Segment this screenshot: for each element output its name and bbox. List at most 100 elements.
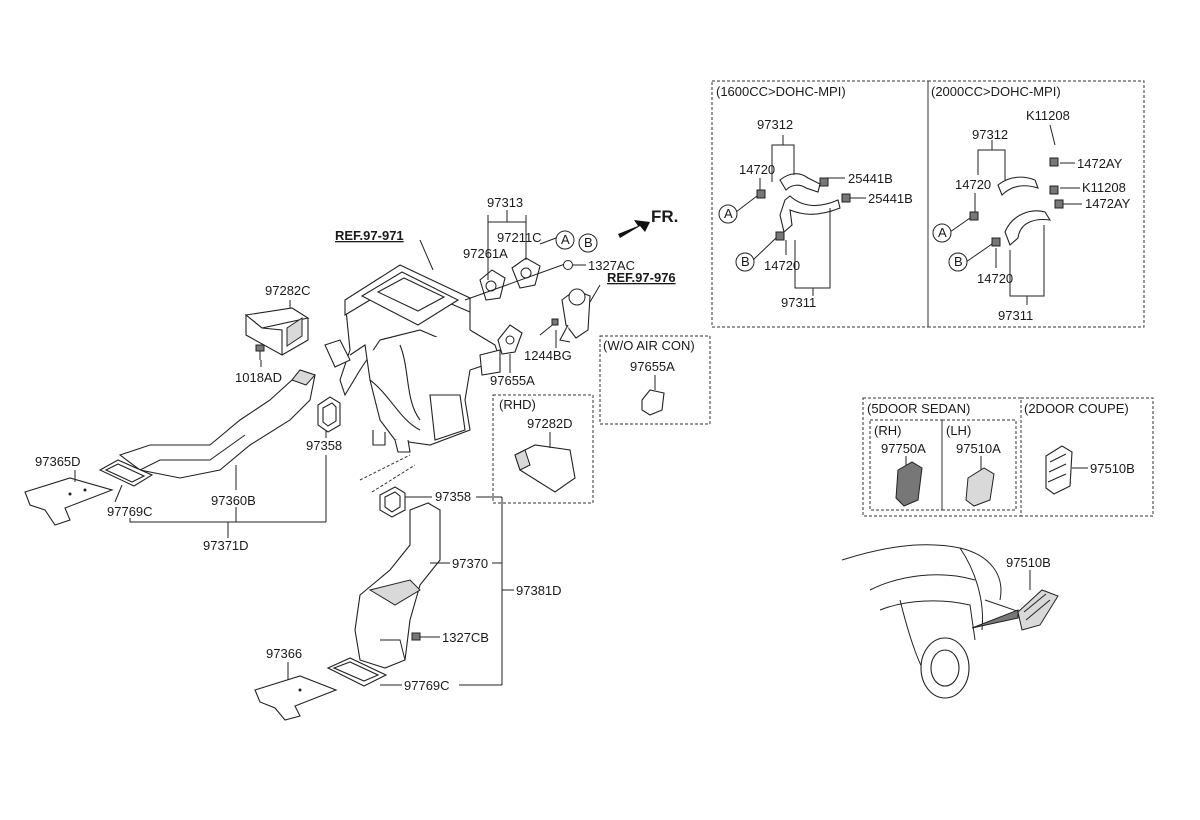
vent-97750A — [895, 456, 923, 507]
grille-97769C-right — [326, 657, 388, 687]
label-97282D: 97282D — [527, 416, 573, 431]
label-97655A-alt: 97655A — [630, 359, 675, 374]
label-97360B: 97360B — [211, 493, 256, 508]
ref-97-971: REF.97-971 — [335, 228, 404, 243]
ref-97-976: REF.97-976 — [607, 270, 676, 285]
gasket-97655A — [497, 324, 523, 355]
callout-a-1600 — [718, 204, 738, 224]
label-1600-25441Bb: 25441B — [868, 191, 913, 206]
gasket-97655A-alt — [641, 375, 665, 416]
cover-97365D — [24, 477, 114, 526]
label-2000-1472AYb: 1472AY — [1085, 196, 1131, 211]
label-97510B-car: 97510B — [1006, 555, 1051, 570]
dohc2000-title: (2000CC>DOHC-MPI) — [931, 84, 1061, 99]
label-97211C: 97211C — [497, 230, 542, 245]
dohc1600-box — [711, 80, 929, 328]
label-97358-upper: 97358 — [306, 438, 342, 453]
callout-b-1600-text: B — [741, 254, 750, 269]
label-1327CB: 1327CB — [442, 630, 489, 645]
gasket-97261A — [479, 269, 506, 301]
rhd-box — [492, 394, 594, 504]
label-1600-14720b: 14720 — [764, 258, 800, 273]
vent-97510A — [965, 456, 995, 507]
label-2000-97312: 97312 — [972, 127, 1008, 142]
heater-unit-assembly — [324, 264, 501, 453]
nut-1327AC — [563, 260, 573, 270]
sedan-rh-label: (RH) — [874, 423, 901, 438]
label-2000-K11208a: K11208 — [1026, 108, 1070, 123]
screw-1244BG — [539, 318, 559, 336]
label-97365D: 97365D — [35, 454, 81, 469]
label-1244BG: 1244BG — [524, 348, 572, 363]
label-97371D: 97371D — [203, 538, 249, 553]
gasket-97358-upper — [317, 396, 341, 433]
actuator-97-976 — [559, 288, 591, 343]
duct-97360B — [118, 369, 316, 479]
dohc1600-title: (1600CC>DOHC-MPI) — [716, 84, 846, 99]
label-97366: 97366 — [266, 646, 302, 661]
leaders-1600 — [735, 135, 866, 296]
front-label: FR. — [651, 207, 678, 226]
sedan-lh-box — [941, 419, 1017, 511]
label-2000-14720a: 14720 — [955, 177, 991, 192]
label-97655A: 97655A — [490, 373, 535, 388]
label-97769C-right: 97769C — [404, 678, 450, 693]
wo-aircon-box — [599, 335, 711, 425]
dohc2000-box — [927, 80, 1145, 328]
duct-97370 — [354, 502, 441, 669]
rhd-title: (RHD) — [499, 397, 536, 412]
label-1018AD: 1018AD — [235, 370, 282, 385]
gasket-97211C — [511, 257, 541, 289]
label-97750A: 97750A — [881, 441, 926, 456]
duct-97282C — [244, 307, 310, 356]
vent-97510B-car — [1017, 570, 1059, 631]
leader-lines — [74, 210, 601, 686]
callout-a-1600-text: A — [724, 206, 733, 221]
hoses-2000 — [969, 157, 1064, 247]
label-97769C-left: 97769C — [107, 504, 153, 519]
grille-97769C-left — [98, 459, 154, 487]
label-97282C: 97282C — [265, 283, 311, 298]
coupe-box — [1020, 397, 1154, 517]
label-1600-14720a: 14720 — [739, 162, 775, 177]
label-1600-25441Ba: 25441B — [848, 171, 893, 186]
leaders-2000 — [949, 124, 1082, 305]
cover-97366 — [254, 675, 338, 721]
callout-a-2000-text: A — [938, 225, 947, 240]
label-97261A: 97261A — [463, 246, 508, 261]
callout-a-2000 — [932, 223, 952, 243]
label-2000-14720b: 14720 — [977, 271, 1013, 286]
label-97510A: 97510A — [956, 441, 1001, 456]
callout-a-main — [555, 230, 575, 250]
label-97358-lower: 97358 — [435, 489, 471, 504]
callout-b-2000 — [948, 252, 968, 272]
duct-97282D — [514, 432, 576, 493]
gasket-97358-lower — [379, 486, 406, 518]
sedan-lh-label: (LH) — [946, 423, 971, 438]
label-2000-97311: 97311 — [998, 308, 1033, 323]
callout-b-main — [578, 233, 598, 253]
coupe-title: (2DOOR COUPE) — [1024, 401, 1129, 416]
front-arrow-icon — [618, 220, 650, 238]
sedan-title: (5DOOR SEDAN) — [867, 401, 970, 416]
label-2000-K11208b: K11208 — [1082, 180, 1126, 195]
hoses-1600 — [756, 173, 851, 241]
callout-b-1600 — [735, 252, 755, 272]
callout-a-main-text: A — [561, 232, 570, 247]
label-1600-97311: 97311 — [781, 295, 816, 310]
label-1600-97312: 97312 — [757, 117, 793, 132]
label-2000-1472AYa: 1472AY — [1077, 156, 1123, 171]
vent-97510B-coupe — [1045, 445, 1088, 495]
nut-1327CB — [411, 632, 421, 641]
label-1327AC: 1327AC — [588, 258, 635, 273]
callout-b-main-text: B — [584, 235, 593, 250]
label-97381D: 97381D — [516, 583, 562, 598]
screw-1018AD — [255, 344, 265, 360]
label-97313: 97313 — [487, 195, 523, 210]
label-97510B-coupe: 97510B — [1090, 461, 1135, 476]
wo-aircon-title: (W/O AIR CON) — [603, 338, 695, 353]
callout-b-2000-text: B — [954, 254, 963, 269]
car-rear-illustration — [841, 544, 1021, 699]
